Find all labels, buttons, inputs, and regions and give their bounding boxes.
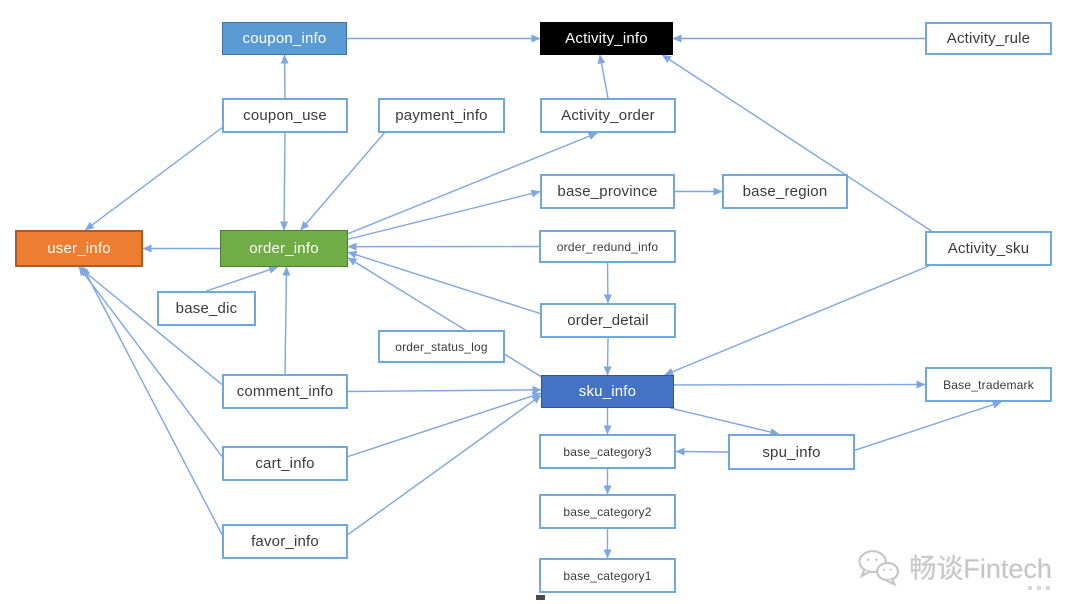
edge-comment_info-to-order_info xyxy=(282,266,291,375)
edge-favor_info-to-user_info xyxy=(82,266,223,535)
table-node-order_detail: order_detail xyxy=(540,303,676,338)
table-node-label: Activity_sku xyxy=(947,240,1030,257)
table-node-label: base_dic xyxy=(175,300,238,317)
watermark-text: 畅谈Fintech xyxy=(909,554,1052,584)
table-node-label: order_status_log xyxy=(395,339,488,354)
table-node-label: coupon_info xyxy=(242,30,327,47)
table-node-label: sku_info xyxy=(578,383,637,400)
table-node-label: base_province xyxy=(557,183,658,200)
table-node-comment_info: comment_info xyxy=(222,374,348,409)
table-node-base_category2: base_category2 xyxy=(539,494,676,529)
table-node-label: order_redund_info xyxy=(556,239,659,254)
edge-spu_info-to-base_category3 xyxy=(675,447,729,456)
table-node-label: order_info xyxy=(249,240,319,257)
table-node-label: user_info xyxy=(47,240,111,257)
table-node-label: base_category1 xyxy=(563,568,652,583)
table-node-label: base_category3 xyxy=(563,444,652,459)
table-node-label: Activity_rule xyxy=(946,30,1031,47)
table-node-label: base_region xyxy=(742,183,828,200)
table-node-label: payment_info xyxy=(395,107,488,124)
edge-coupon_use-to-order_info xyxy=(280,132,289,231)
table-node-cart_info: cart_info xyxy=(222,446,348,481)
table-node-label: favor_info xyxy=(251,533,319,550)
table-node-label: Base_trademark xyxy=(943,377,1034,392)
edge-order_detail-to-sku_info xyxy=(603,337,612,376)
edge-spu_info-to-base_trademark xyxy=(854,400,1002,451)
watermark: 畅谈Fintech xyxy=(857,547,1052,586)
edge-order_redund_info-to-order_detail xyxy=(603,262,612,304)
table-node-base_dic: base_dic xyxy=(157,291,256,326)
edge-activity_sku-to-sku_info xyxy=(664,265,930,376)
edge-sku_info-to-order_info xyxy=(347,257,542,378)
table-node-user_info: user_info xyxy=(15,230,143,267)
edge-sku_info-to-spu_info xyxy=(669,407,780,436)
edge-comment_info-to-user_info xyxy=(78,266,223,386)
table-node-order_info: order_info xyxy=(220,230,348,267)
edge-order_info-to-activity_order xyxy=(347,132,598,235)
table-node-base_region: base_region xyxy=(722,174,848,209)
table-node-label: Activity_info xyxy=(565,30,648,47)
table-node-label: order_detail xyxy=(567,312,649,329)
table-node-sku_info: sku_info xyxy=(541,375,674,408)
table-node-label: Activity_order xyxy=(561,107,655,124)
smudge-artifact xyxy=(1028,586,1054,590)
edge-cart_info-to-user_info xyxy=(78,266,223,457)
table-node-coupon_info: coupon_info xyxy=(222,22,347,55)
table-node-label: spu_info xyxy=(762,443,821,461)
table-node-favor_info: favor_info xyxy=(222,524,348,559)
table-node-order_redund_info: order_redund_info xyxy=(539,230,676,263)
table-node-label: cart_info xyxy=(255,455,315,472)
table-node-base_trademark: Base_trademark xyxy=(925,367,1052,402)
cursor-artifact xyxy=(536,595,545,600)
edge-order_detail-to-order_info xyxy=(347,250,541,315)
table-node-activity_order: Activity_order xyxy=(540,98,676,133)
edge-favor_info-to-sku_info xyxy=(347,394,542,536)
table-node-label: coupon_use xyxy=(243,107,327,124)
table-node-base_province: base_province xyxy=(540,174,675,209)
table-node-spu_info: spu_info xyxy=(728,434,855,470)
edge-order_info-to-base_province xyxy=(347,189,541,240)
edge-coupon_use-to-coupon_info xyxy=(280,54,289,99)
table-node-payment_info: payment_info xyxy=(378,98,505,133)
wechat-logo-icon xyxy=(858,549,900,586)
table-node-activity_sku: Activity_sku xyxy=(925,231,1052,266)
table-node-base_category1: base_category1 xyxy=(539,558,676,593)
edge-payment_info-to-order_info xyxy=(300,132,385,231)
edge-comment_info-to-sku_info xyxy=(347,385,542,394)
table-node-coupon_use: coupon_use xyxy=(222,98,348,133)
edge-activity_sku-to-activity_info xyxy=(661,54,932,232)
table-node-order_status_log: order_status_log xyxy=(378,330,505,363)
table-node-base_category3: base_category3 xyxy=(539,434,676,469)
edge-base_dic-to-order_info xyxy=(206,265,279,292)
table-node-activity_info: Activity_info xyxy=(540,22,673,55)
edge-coupon_use-to-user_info xyxy=(84,127,223,231)
table-node-activity_rule: Activity_rule xyxy=(925,22,1052,55)
edge-cart_info-to-sku_info xyxy=(347,392,542,458)
edge-activity_order-to-activity_info xyxy=(597,54,609,99)
table-node-label: comment_info xyxy=(236,383,334,400)
table-node-label: base_category2 xyxy=(563,504,652,519)
